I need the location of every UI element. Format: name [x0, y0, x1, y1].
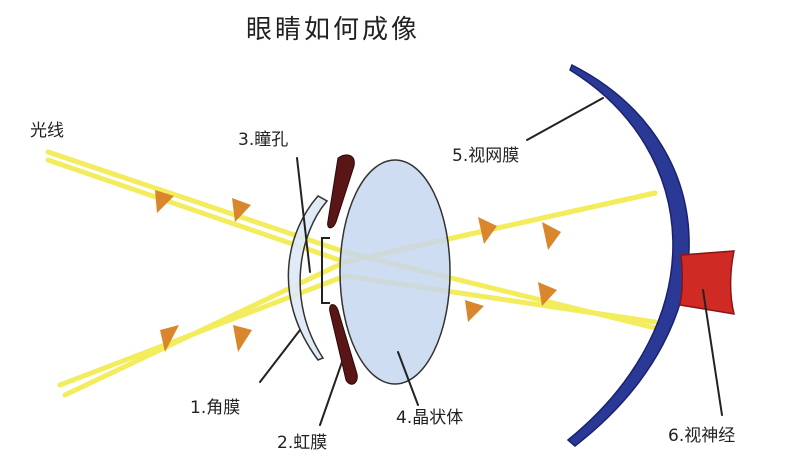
leader-line-retina — [526, 97, 604, 141]
leader-line-pupil — [296, 157, 311, 273]
label-pupil: 3.瞳孔 — [238, 130, 288, 150]
ray-arrow — [160, 325, 179, 352]
optic-nerve — [679, 250, 736, 315]
ray-arrow — [155, 190, 174, 213]
pupil-bracket — [321, 237, 330, 304]
ray-arrow — [478, 217, 497, 244]
ray-arrow — [465, 300, 484, 322]
retina — [566, 63, 690, 447]
lens — [339, 159, 451, 385]
leader-line-optic-nerve — [702, 289, 723, 416]
label-cornea: 1.角膜 — [190, 398, 240, 418]
iris-upper — [327, 154, 355, 229]
label-optic-nerve: 6.视神经 — [668, 426, 735, 446]
diagram-title: 眼睛如何成像 — [246, 15, 420, 45]
ray-arrow — [232, 198, 251, 222]
label-retina: 5.视网膜 — [452, 146, 519, 166]
ray-arrow — [233, 325, 252, 352]
ray-arrow — [538, 282, 557, 306]
leader-lines — [259, 97, 723, 426]
iris-lower — [329, 304, 358, 385]
cornea — [287, 195, 329, 361]
leader-line-iris — [319, 361, 343, 426]
leader-line-lens — [397, 351, 419, 406]
leader-line-cornea — [259, 329, 301, 383]
label-lens: 4.晶状体 — [396, 408, 463, 428]
label-light: 光线 — [30, 121, 64, 141]
label-iris: 2.虹膜 — [277, 433, 327, 453]
ray-arrows — [155, 190, 561, 352]
ray-arrow — [542, 222, 561, 250]
